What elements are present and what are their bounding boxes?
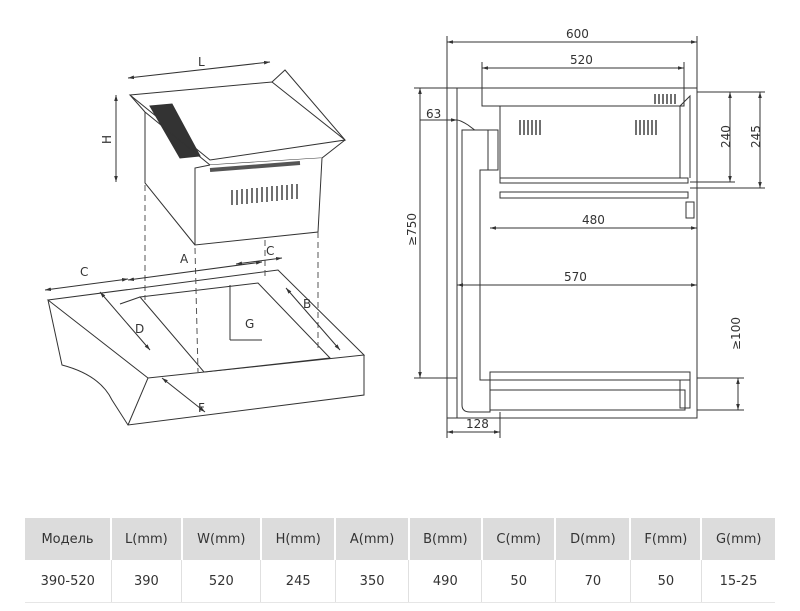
col-G: G(mm) bbox=[701, 518, 775, 560]
cell-A: 350 bbox=[335, 560, 410, 603]
col-D: D(mm) bbox=[555, 518, 632, 560]
cell-C: 50 bbox=[481, 560, 556, 603]
dim-750: ≥750 bbox=[405, 213, 419, 246]
side-duct bbox=[461, 129, 499, 413]
countertop bbox=[46, 269, 366, 426]
dim-128: 128 bbox=[466, 417, 489, 431]
cell-D: 70 bbox=[555, 560, 631, 603]
table-header-row: Модель L(mm) W(mm) H(mm) A(mm) B(mm) C(m… bbox=[25, 518, 775, 560]
cell-F: 50 bbox=[630, 560, 702, 603]
dimension-lines bbox=[44, 60, 341, 413]
label-D: D bbox=[135, 322, 144, 336]
vent-slots bbox=[231, 184, 298, 205]
col-C: C(mm) bbox=[481, 518, 557, 560]
label-L: L bbox=[198, 55, 205, 69]
label-F: F bbox=[198, 401, 205, 415]
isometric-view: L H A C C B D G F bbox=[44, 55, 366, 426]
dim-570: 570 bbox=[564, 270, 587, 284]
label-B: B bbox=[303, 297, 311, 311]
col-B: B(mm) bbox=[408, 518, 483, 560]
elevation-dimensions bbox=[414, 36, 765, 438]
installation-drawing: L H A C C B D G F bbox=[44, 27, 765, 438]
worktop bbox=[481, 87, 685, 107]
col-A: A(mm) bbox=[335, 518, 410, 560]
front-elevation-view: 600 520 63 240 245 480 570 ≥750 ≥100 128 bbox=[405, 27, 765, 438]
col-model: Модель bbox=[25, 518, 113, 560]
label-C-right: C bbox=[266, 244, 274, 258]
cell-B: 490 bbox=[408, 560, 483, 603]
dim-63: 63 bbox=[426, 107, 441, 121]
col-W: W(mm) bbox=[181, 518, 262, 560]
dim-245: 245 bbox=[749, 125, 763, 148]
hob-body bbox=[499, 105, 681, 179]
cutout-opening bbox=[139, 282, 332, 373]
cell-model: 390-520 bbox=[25, 560, 112, 603]
dim-480: 480 bbox=[582, 213, 605, 227]
dim-520: 520 bbox=[570, 53, 593, 67]
cell-L: 390 bbox=[111, 560, 183, 603]
label-G: G bbox=[245, 317, 254, 331]
cell-W: 520 bbox=[181, 560, 262, 603]
cell-G: 15-25 bbox=[701, 560, 775, 603]
table-row: 390-520 390 520 245 350 490 50 70 50 15-… bbox=[25, 560, 775, 603]
hob-unit bbox=[128, 69, 347, 246]
dim-100: ≥100 bbox=[729, 317, 743, 350]
col-F: F(mm) bbox=[630, 518, 703, 560]
control-panel bbox=[149, 103, 201, 159]
label-H: H bbox=[100, 135, 114, 144]
col-L: L(mm) bbox=[111, 518, 183, 560]
label-C-left: C bbox=[80, 265, 88, 279]
cell-H: 245 bbox=[260, 560, 336, 603]
label-A: A bbox=[180, 252, 189, 266]
dimensions-table: Модель L(mm) W(mm) H(mm) A(mm) B(mm) C(m… bbox=[25, 518, 775, 603]
col-H: H(mm) bbox=[260, 518, 337, 560]
dim-600: 600 bbox=[566, 27, 589, 41]
dim-240: 240 bbox=[719, 125, 733, 148]
